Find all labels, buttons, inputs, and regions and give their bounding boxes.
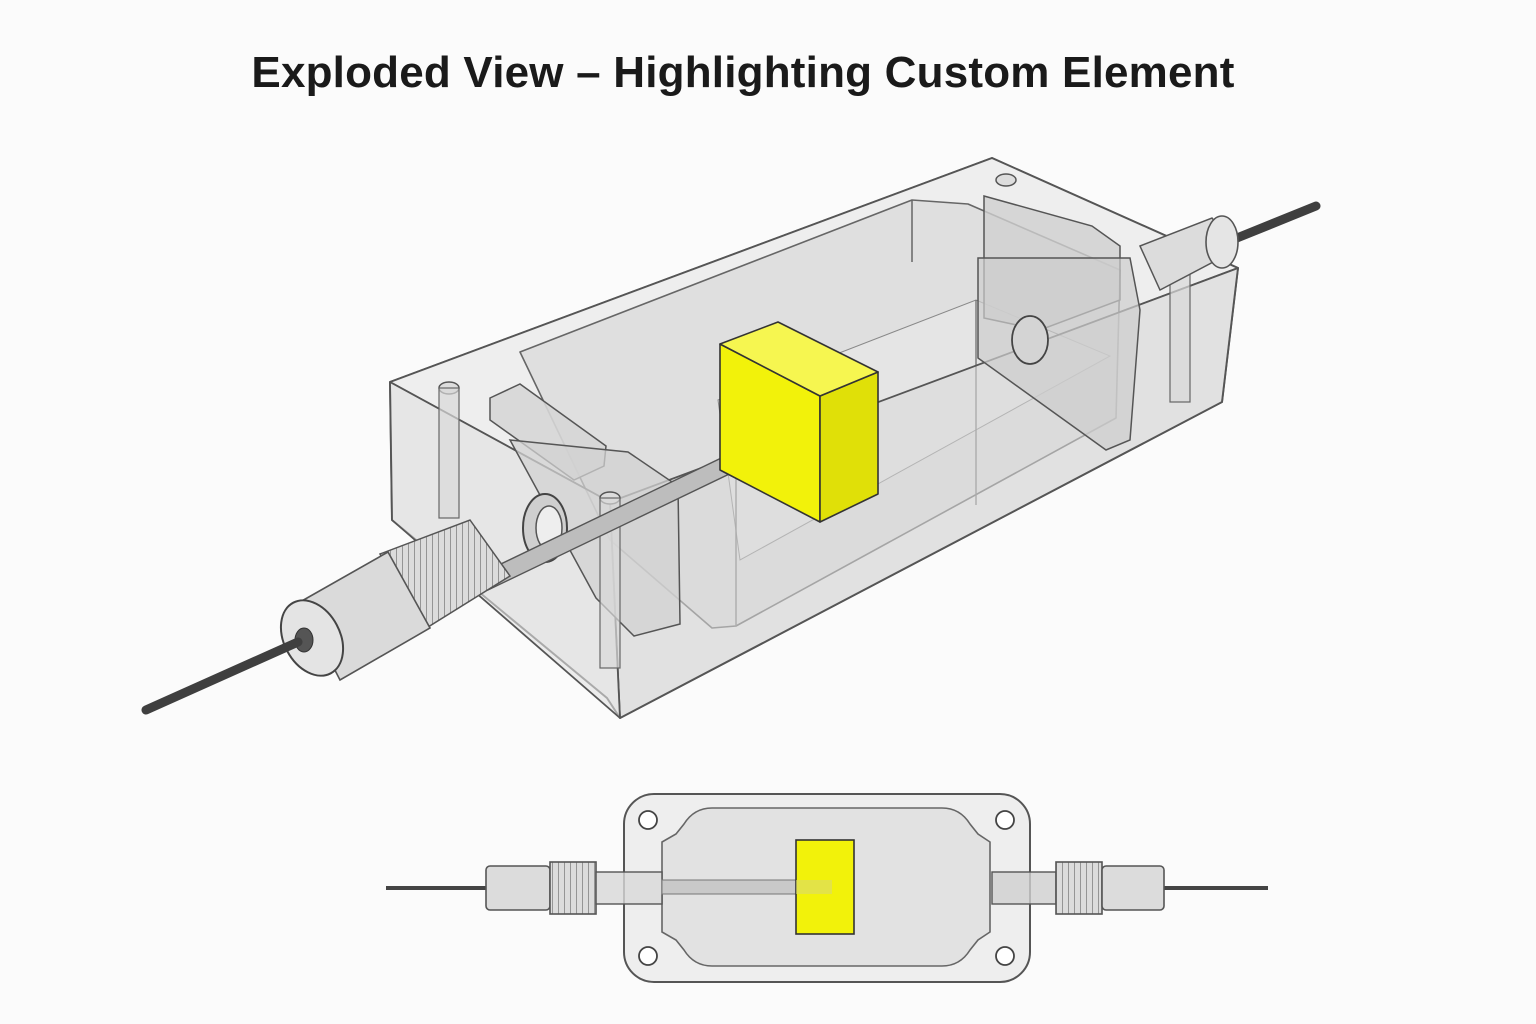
- top-left-threaded-connector: [485, 861, 663, 915]
- right-mount-block: [977, 195, 1141, 451]
- right-connector: [1138, 215, 1239, 292]
- diagram-title: Exploded View – Highlighting Custom Elem…: [251, 48, 1235, 97]
- top-right-threaded-connector: [991, 861, 1165, 915]
- mounting-holes: [638, 810, 1015, 966]
- corner-pins: [438, 173, 1191, 669]
- right-cable: [1227, 201, 1321, 245]
- custom-element-top: [719, 321, 879, 397]
- custom-element: [719, 321, 879, 523]
- top-view: [386, 793, 1268, 983]
- left-cable: [141, 637, 303, 715]
- left-threaded-connector: [279, 519, 512, 682]
- isometric-view: [141, 157, 1321, 719]
